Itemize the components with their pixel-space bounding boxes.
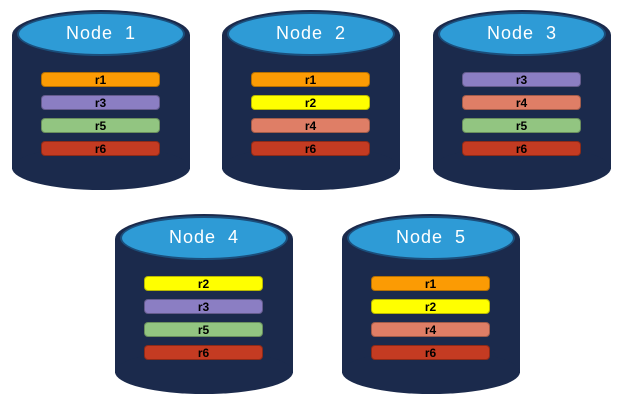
replica-label: r5 — [94, 118, 107, 133]
replica-label: r6 — [304, 141, 317, 156]
cylinder-top-face: Node 4 — [120, 216, 288, 260]
replica-bar-r6: r6 — [462, 141, 581, 156]
replica-bar-r2: r2 — [144, 276, 263, 291]
replica-bar-r3: r3 — [144, 299, 263, 314]
replica-bar-r2: r2 — [251, 95, 370, 110]
node-title: Node 1 — [65, 22, 137, 43]
replica-label: r3 — [515, 72, 528, 87]
replica-label: r1 — [94, 72, 107, 87]
node-title: Node 3 — [486, 22, 558, 43]
replica-bar-r6: r6 — [144, 345, 263, 360]
replica-label: r2 — [197, 276, 210, 291]
replica-label: r3 — [94, 95, 107, 110]
node-title: Node 2 — [275, 22, 347, 43]
database-node: Node 4 r2 r3 r5 r6 — [115, 214, 293, 394]
replica-label: r1 — [304, 72, 317, 87]
replica-bar-r5: r5 — [462, 118, 581, 133]
cylinder-top-face: Node 3 — [438, 12, 606, 56]
replica-label: r3 — [197, 299, 210, 314]
replica-label: r4 — [424, 322, 437, 337]
replica-bar-r4: r4 — [462, 95, 581, 110]
replica-label: r2 — [304, 95, 317, 110]
database-node: Node 2 r1 r2 r4 r6 — [222, 10, 400, 190]
database-node: Node 1 r1 r3 r5 r6 — [12, 10, 190, 190]
replica-label: r6 — [197, 345, 210, 360]
replica-bar-r4: r4 — [251, 118, 370, 133]
replica-list: r2 r3 r5 r6 — [144, 276, 263, 360]
replica-label: r2 — [424, 299, 437, 314]
replica-bar-r1: r1 — [251, 72, 370, 87]
node-title: Node 4 — [168, 226, 240, 247]
replica-label: r4 — [515, 95, 528, 110]
replica-label: r1 — [424, 276, 437, 291]
replica-list: r1 r3 r5 r6 — [41, 72, 160, 156]
replica-bar-r2: r2 — [371, 299, 490, 314]
replica-bar-r4: r4 — [371, 322, 490, 337]
replica-bar-r6: r6 — [41, 141, 160, 156]
replica-label: r6 — [94, 141, 107, 156]
replica-bar-r3: r3 — [462, 72, 581, 87]
replica-label: r6 — [515, 141, 528, 156]
database-node: Node 5 r1 r2 r4 r6 — [342, 214, 520, 394]
replica-label: r6 — [424, 345, 437, 360]
cylinder-top-face: Node 2 — [227, 12, 395, 56]
cylinder-top-face: Node 5 — [347, 216, 515, 260]
replica-list: r1 r2 r4 r6 — [251, 72, 370, 156]
replica-list: r3 r4 r5 r6 — [462, 72, 581, 156]
replica-bar-r3: r3 — [41, 95, 160, 110]
replica-label: r5 — [197, 322, 210, 337]
replica-label: r5 — [515, 118, 528, 133]
replica-label: r4 — [304, 118, 317, 133]
replica-bar-r5: r5 — [144, 322, 263, 337]
cylinder-top-face: Node 1 — [17, 12, 185, 56]
node-title: Node 5 — [395, 226, 467, 247]
replica-bar-r5: r5 — [41, 118, 160, 133]
database-node: Node 3 r3 r4 r5 r6 — [433, 10, 611, 190]
replica-list: r1 r2 r4 r6 — [371, 276, 490, 360]
replica-bar-r6: r6 — [371, 345, 490, 360]
replica-bar-r6: r6 — [251, 141, 370, 156]
replica-bar-r1: r1 — [41, 72, 160, 87]
replica-bar-r1: r1 — [371, 276, 490, 291]
